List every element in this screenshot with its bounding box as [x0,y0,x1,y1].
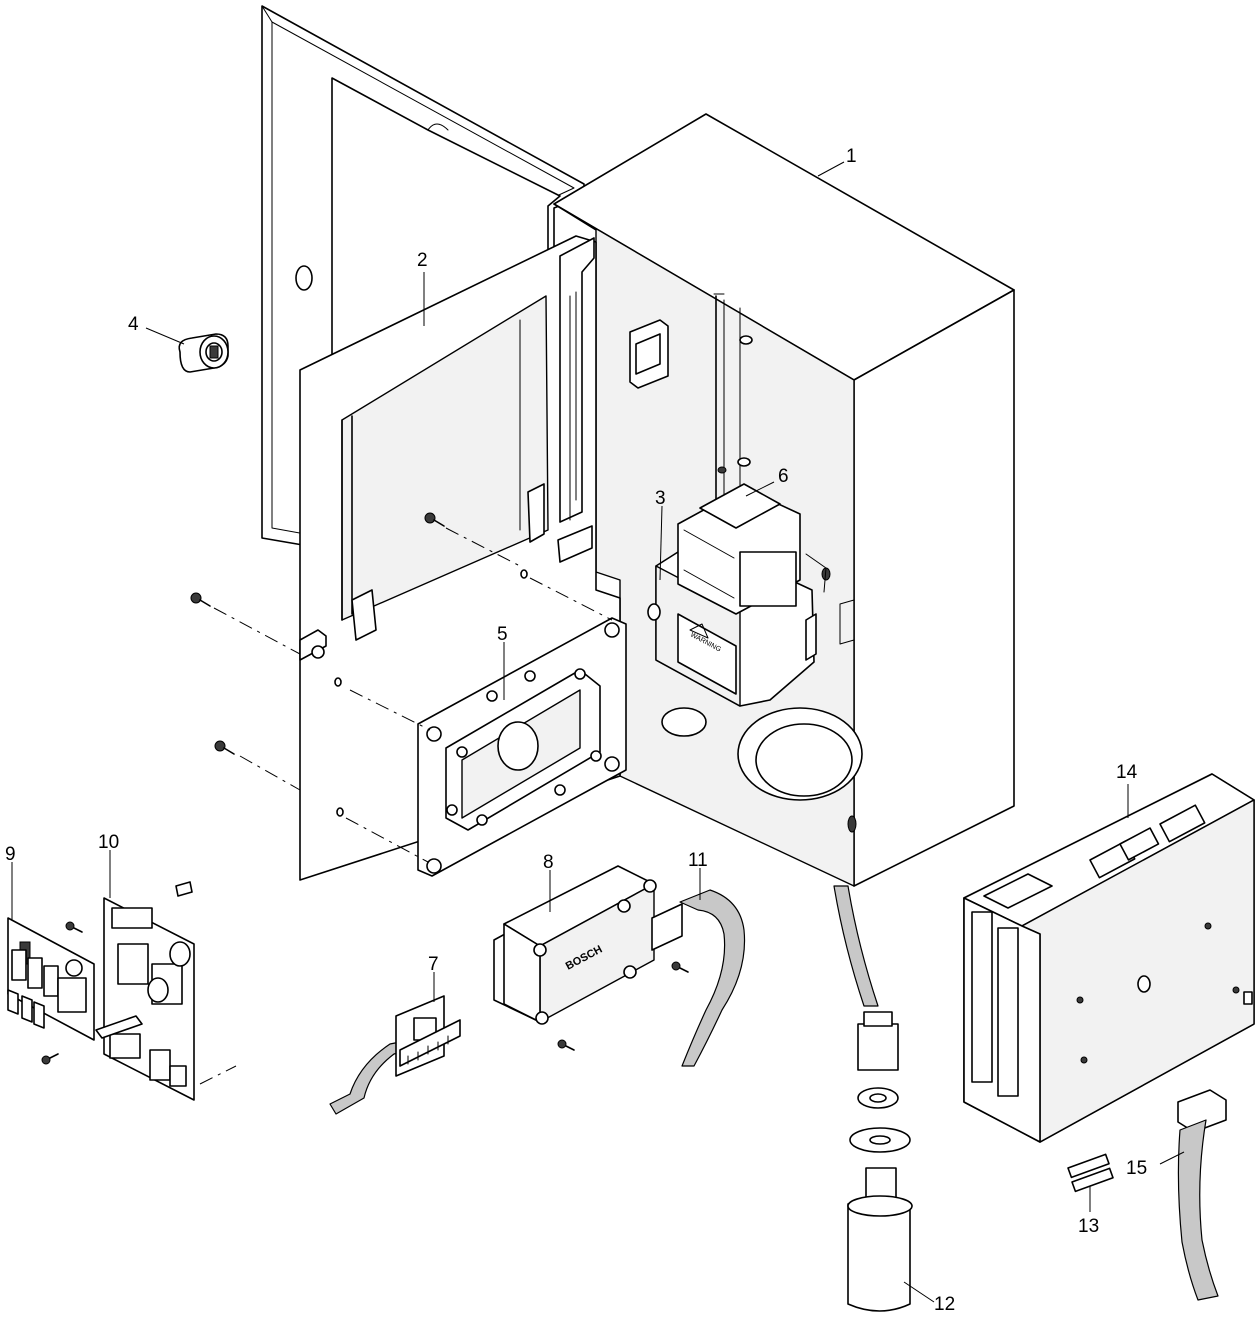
callout-15: 15 [1126,1158,1147,1179]
circuit-board-10 [95,881,237,1101]
terminal-plate [417,617,627,877]
callout-13: 13 [1078,1216,1099,1237]
sensor-assembly-12 [833,885,913,1312]
screw [41,1053,59,1065]
screw [557,1039,575,1051]
module-8: BOSCH [493,865,657,1025]
screw [424,512,445,527]
callout-5: 5 [497,624,508,645]
door-lock [178,333,229,373]
callout-11: 11 [688,850,708,871]
callout-9: 9 [5,844,16,865]
ribbon-cable-15 [1177,1089,1227,1301]
transformer-assembly: WARNING [647,483,831,707]
callout-4: 4 [128,314,139,335]
callout-10: 10 [98,832,119,853]
callout-12: 12 [934,1294,955,1315]
callout-8: 8 [543,852,554,873]
screw [214,740,235,755]
terminal-board-7 [329,995,461,1115]
callout-labels: 1 2 3 4 5 6 7 8 9 10 11 12 13 14 15 [5,146,1147,1315]
callout-1: 1 [846,146,857,167]
callout-14: 14 [1116,762,1138,783]
fuses-13 [1067,1153,1114,1193]
screw [671,961,689,973]
callout-2: 2 [417,250,428,271]
screw [190,592,211,607]
ribbon-cable-11 [651,889,746,1067]
circuit-board-9 [7,917,95,1041]
leader-lines [11,161,1185,1303]
callout-3: 3 [655,488,666,509]
controller-unit-14 [963,773,1255,1143]
screw [65,921,83,933]
callout-7: 7 [428,954,439,975]
callout-6: 6 [778,466,789,487]
